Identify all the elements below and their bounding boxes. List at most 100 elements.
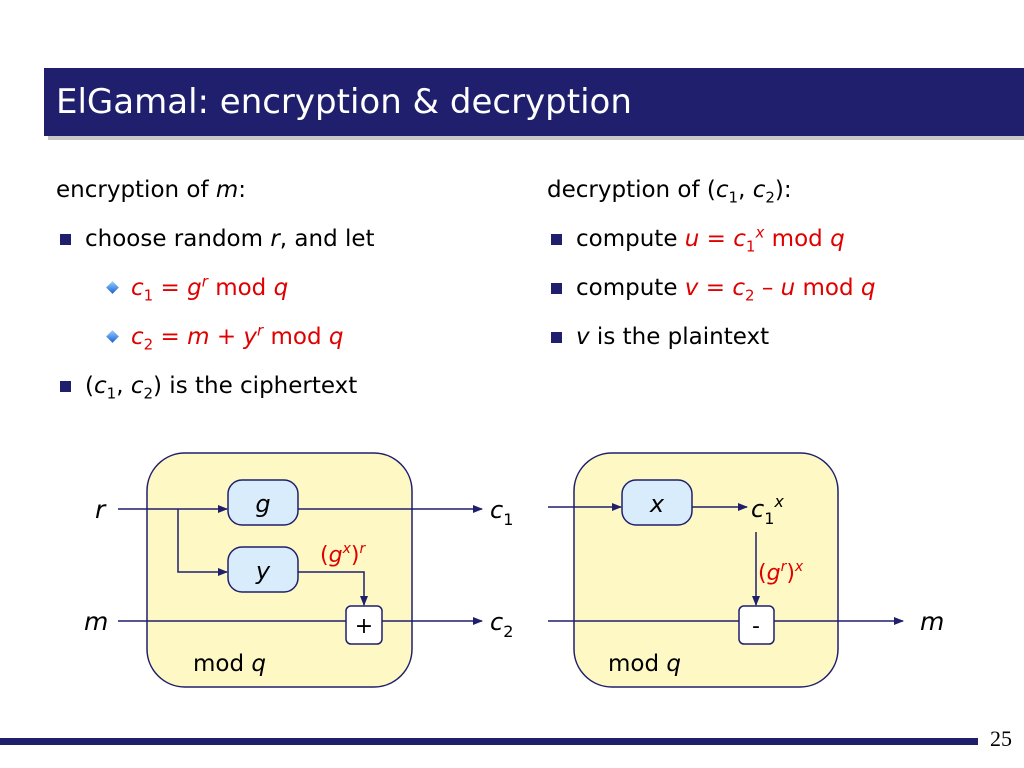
g-box: [227, 479, 299, 526]
var-q: q: [830, 226, 845, 252]
and-let-text: , and let: [279, 226, 375, 252]
comma: ,: [116, 373, 131, 399]
arrow-y-to-plus: [298, 571, 368, 606]
var-m: m: [215, 177, 239, 203]
mod: mod: [608, 651, 666, 677]
sub-2: 2: [143, 335, 154, 354]
enc-mod-q-label: mod q: [193, 651, 266, 677]
decryption-header-text: decryption of (: [547, 177, 716, 203]
var-q: q: [251, 651, 266, 677]
paren-colon: ):: [774, 177, 792, 203]
gx-r-label: (gx)r: [320, 541, 366, 568]
var-m: m: [187, 324, 210, 350]
mod: mod: [207, 275, 274, 301]
sub-1: 1: [728, 188, 739, 207]
input-r-label: r: [95, 495, 107, 524]
page-number: 25: [990, 726, 1012, 751]
var-y: y: [243, 324, 258, 350]
x-box: [621, 479, 693, 526]
square-bullet-icon: [551, 234, 562, 245]
sub-1: 1: [106, 384, 117, 403]
sup-x: x: [794, 559, 804, 575]
sup-r: r: [781, 559, 788, 575]
compute-text: compute: [576, 226, 685, 252]
var-c: c: [732, 275, 745, 301]
var-c: c: [131, 275, 144, 301]
var-c: c: [130, 373, 144, 399]
gr-x-label: (gr)x: [758, 559, 804, 586]
compute-text: compute: [576, 275, 685, 301]
sub-2: 2: [143, 384, 154, 403]
var-c: c: [751, 495, 764, 523]
sup-x: x: [755, 223, 765, 242]
c1x-label: c1x: [751, 492, 784, 528]
list-item-c2-formula: c2 = m + yr mod q: [56, 317, 375, 366]
var-c: c: [733, 226, 746, 252]
eq: =: [153, 324, 188, 350]
var-u: u: [780, 275, 796, 301]
paren: ): [786, 561, 795, 586]
sub-1: 1: [764, 509, 774, 528]
arrow-r-to-y: [177, 509, 228, 576]
eq: =: [153, 275, 188, 301]
input-m-label: m: [84, 607, 108, 636]
plus: +: [209, 324, 244, 350]
mod: mod: [764, 226, 831, 252]
var-c: c: [131, 324, 144, 350]
encryption-diagram: g y + (gx)r r m c1 c2 mod q: [84, 452, 513, 688]
minus-box: [738, 605, 775, 645]
var-c: c: [715, 177, 729, 203]
decryption-header: decryption of (c1, c2):: [547, 170, 876, 219]
square-bullet-icon: [60, 381, 71, 392]
var-q: q: [273, 275, 289, 301]
sub-1: 1: [745, 237, 756, 256]
header-colon: :: [238, 177, 247, 203]
footer-rule: [0, 738, 978, 745]
var-v: v: [684, 275, 699, 301]
var-u: u: [684, 226, 700, 252]
comma: ,: [738, 177, 753, 203]
ciphertext-text: ) is the ciphertext: [153, 373, 358, 399]
sup-r: r: [359, 541, 366, 557]
mod: mod: [795, 275, 861, 301]
y-box: [227, 546, 299, 593]
v-formula: v = c2 – u mod q: [684, 275, 876, 303]
plaintext-text: is the plaintext: [589, 324, 770, 350]
list-item-compute-u: compute u = c1x mod q: [547, 219, 876, 268]
sup-x: x: [342, 541, 352, 557]
minus: –: [754, 275, 781, 301]
minus-box-label: -: [752, 614, 760, 639]
g-box-label: g: [255, 490, 270, 518]
paren: (: [320, 543, 329, 568]
mod: mod: [193, 651, 251, 677]
var-q: q: [860, 275, 876, 301]
decryption-diagram: x - c1x (gr)x m mod q: [548, 452, 944, 688]
sub-2: 2: [765, 188, 775, 207]
list-item-compute-v: compute v = c2 – u mod q: [547, 268, 876, 317]
list-item-plaintext: v is the plaintext: [547, 317, 876, 366]
sup-x: x: [773, 492, 784, 511]
encryption-header-text: encryption of: [56, 177, 216, 203]
x-box-label: x: [649, 490, 665, 518]
plus-box: [345, 605, 383, 645]
var-c: c: [752, 177, 766, 203]
slide-title: ElGamal: encryption & decryption: [44, 68, 1024, 136]
u-formula: u = c1x mod q: [684, 223, 845, 254]
var-q: q: [328, 324, 344, 350]
list-item-c1-formula: c1 = gr mod q: [56, 268, 375, 317]
paren: (: [758, 561, 767, 586]
sub-2: 2: [744, 286, 755, 305]
eq: =: [698, 275, 733, 301]
sub-2: 2: [503, 622, 513, 641]
var-g: g: [187, 275, 202, 301]
square-bullet-icon: [551, 332, 562, 343]
eq: =: [699, 226, 734, 252]
var-c: c: [490, 608, 503, 636]
var-g: g: [329, 543, 343, 568]
sub-1: 1: [503, 510, 513, 529]
plus-box-label: +: [355, 614, 373, 639]
y-box-label: y: [255, 557, 271, 585]
paren: ): [351, 543, 360, 568]
output-c2-label: c2: [490, 608, 513, 641]
list-item-choose-random: choose random r, and let: [56, 219, 375, 268]
